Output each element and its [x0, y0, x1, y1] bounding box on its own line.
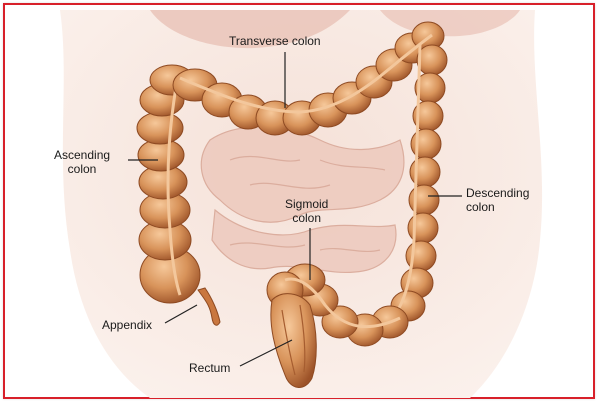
appendix-shape	[197, 287, 221, 326]
label-ascending-line2: colon	[67, 162, 97, 176]
descending-taenia	[393, 44, 422, 316]
colon-anatomy-illustration	[60, 10, 543, 398]
label-sigmoid-line2: colon	[292, 211, 322, 225]
transverse-taenia	[179, 33, 433, 114]
label-ascending-colon: Ascending colon	[54, 148, 110, 176]
sigmoid-taenia	[284, 277, 401, 329]
label-appendix: Appendix	[102, 318, 153, 332]
label-descending-line1: Descending	[466, 186, 530, 200]
label-rectum: Rectum	[189, 361, 231, 375]
label-sigmoid-line1: Sigmoid	[285, 197, 329, 211]
label-descending-line2: colon	[466, 200, 495, 214]
ascending-taenia	[166, 74, 182, 296]
small-intestine	[200, 126, 405, 274]
leader-lines	[128, 52, 462, 367]
label-transverse-colon: Transverse colon	[229, 34, 321, 48]
label-ascending-line1: Ascending	[54, 148, 111, 162]
label-descending-colon: Descending colon	[466, 186, 529, 214]
label-sigmoid-colon: Sigmoid colon	[285, 197, 328, 225]
sigmoid-colon	[266, 263, 409, 347]
stomach-shape	[150, 10, 350, 49]
